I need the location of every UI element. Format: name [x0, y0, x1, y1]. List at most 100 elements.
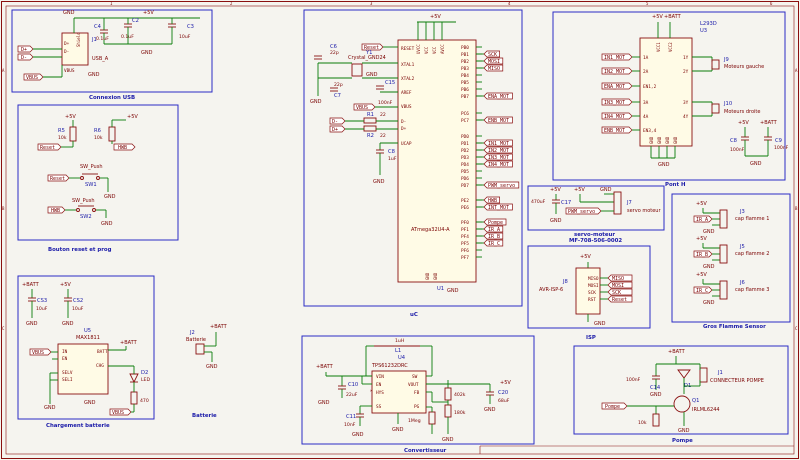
- block-frame: [11, 9, 213, 93]
- p5v-label: +5V: [550, 187, 561, 193]
- net-label-vbus: [23, 73, 44, 81]
- block-frame: [301, 335, 535, 445]
- gnd-label: GND: [63, 10, 75, 16]
- grid-markers: 1 2 3 4 5 6 A B C A B C: [2, 1, 798, 331]
- net-label-mcu: [483, 203, 513, 211]
- isp-pin: SCK: [588, 290, 596, 296]
- mcu-pin: PD0: [461, 134, 469, 140]
- net-label-text: VBUS: [32, 350, 44, 356]
- net-label-text: IN3_MOT: [604, 100, 625, 106]
- ref-y1: Y1: [365, 50, 372, 56]
- ref-flame: J5: [739, 244, 745, 250]
- val-c11: 10nF: [344, 422, 356, 428]
- net-label-mcu: [483, 116, 513, 124]
- net-label-text: VBUS: [356, 105, 368, 111]
- switch-sw2-pin: [92, 208, 96, 212]
- resistor-r5: [69, 126, 77, 142]
- mcu-pin: PB7: [461, 94, 469, 100]
- net-label-text: D-: [332, 119, 338, 125]
- net-label-text: IR_A: [696, 217, 708, 223]
- mcu-pin: PB5: [461, 80, 469, 86]
- block-title: Bouton reset et prog: [48, 247, 112, 253]
- block-title: Batterie: [192, 413, 217, 419]
- net-label-hbridge: [601, 82, 633, 90]
- net-label-mcu: [483, 181, 520, 189]
- net-label-mcu: [483, 232, 504, 240]
- ref-r6: R6: [94, 128, 101, 134]
- connector-j7: [613, 191, 622, 215]
- u5-pin: SELI: [62, 377, 73, 383]
- block-servo: servo-moteur MF-708-506-0002 +5V +5V GND…: [527, 185, 665, 244]
- val-c6: 22p: [330, 50, 339, 56]
- net-label-text: Pompe: [488, 220, 503, 226]
- block-frame: [573, 345, 789, 435]
- val-c17: 470uF: [531, 199, 546, 205]
- usb-pin: VBUS: [64, 68, 75, 74]
- p5v-label: +5V: [696, 201, 707, 207]
- ref-flame: J3: [739, 209, 745, 215]
- block-conv: Convertisseur 1uH L1 U4 TPS61232DRC VIN …: [301, 335, 535, 454]
- net-label-hbridge: [601, 112, 633, 120]
- ref-c6: C6: [330, 44, 337, 50]
- net-label-dminus: [17, 53, 34, 61]
- pbatt-label: +BATT: [22, 282, 40, 288]
- l293-pin: EN3,4: [643, 128, 657, 134]
- mcu-pin: PD2: [461, 148, 469, 154]
- mcu-pin: PD3: [461, 155, 469, 161]
- mcu-pin: XTAL2: [401, 76, 415, 82]
- resistor-r1: [363, 117, 377, 124]
- mcu-pin: AVCC: [440, 44, 445, 54]
- ref-c9: C9: [775, 138, 782, 144]
- val-c3: 10uF: [179, 34, 191, 40]
- mcu-pin: VBUS: [401, 104, 412, 110]
- val-c8-hb: 100nF: [730, 147, 745, 153]
- val-c8: 1uF: [388, 156, 397, 162]
- gnd-label: GND: [84, 400, 96, 406]
- block-frame: [17, 104, 179, 241]
- conv-pin: FB: [414, 390, 420, 396]
- net-label-reset: [47, 174, 70, 182]
- net-label-text: IN1_MOT: [604, 55, 625, 61]
- resistor-r6: [108, 126, 116, 142]
- p5v-label: +5V: [580, 254, 591, 260]
- l293-pin: EN1,2: [643, 84, 657, 90]
- val-c2: 0.1uF: [121, 34, 134, 40]
- crystal-y1: [351, 63, 363, 77]
- net-label-mcu: [483, 153, 513, 161]
- u5-pin: EN: [62, 356, 68, 362]
- net-label-text: IN1_MOT: [488, 141, 509, 147]
- gnd-label: GND: [141, 50, 153, 56]
- ref-j8: J8: [562, 279, 568, 285]
- u5-pin: SELV: [62, 370, 73, 376]
- net-label-text: MISO: [612, 276, 624, 282]
- usb-shield: Shield: [76, 32, 81, 47]
- ref-d2: D2: [141, 370, 148, 376]
- ref-c8: C8: [388, 149, 395, 155]
- pbatt-label: +BATT: [120, 340, 138, 346]
- ref-c4: C4: [94, 24, 102, 30]
- name-y1: Crystal_GND24: [348, 55, 386, 61]
- mcu-pin: PD5: [461, 169, 469, 175]
- p5v-label: +5V: [127, 114, 138, 120]
- mcu-pin: PF1: [461, 227, 469, 233]
- net-label-mcu: [483, 50, 500, 58]
- ref-j2: J2: [189, 330, 195, 336]
- val-c10: 22uF: [346, 392, 358, 398]
- l293-pin: 2Y: [683, 69, 689, 75]
- l293-pin: GND: [673, 136, 678, 144]
- connector-j10: [711, 103, 720, 114]
- p5v-label: +5V: [65, 114, 76, 120]
- net-label-mcu: [483, 64, 504, 72]
- mcu-pin: PB6: [461, 87, 469, 93]
- conv-pin: EN: [376, 382, 382, 388]
- gnd-label: GND: [310, 99, 322, 105]
- gnd-label: GND: [318, 400, 330, 406]
- connector-j8: [575, 267, 601, 315]
- block-title: Convertisseur: [404, 448, 447, 454]
- row-marker: B: [795, 206, 798, 211]
- block-subtitle: MF-708-506-0002: [569, 238, 622, 244]
- l293-pin: 1A: [643, 55, 649, 61]
- val-d2: LED: [141, 377, 150, 383]
- net-label-text: HWB: [488, 198, 497, 204]
- ref-c11: C11: [346, 414, 356, 420]
